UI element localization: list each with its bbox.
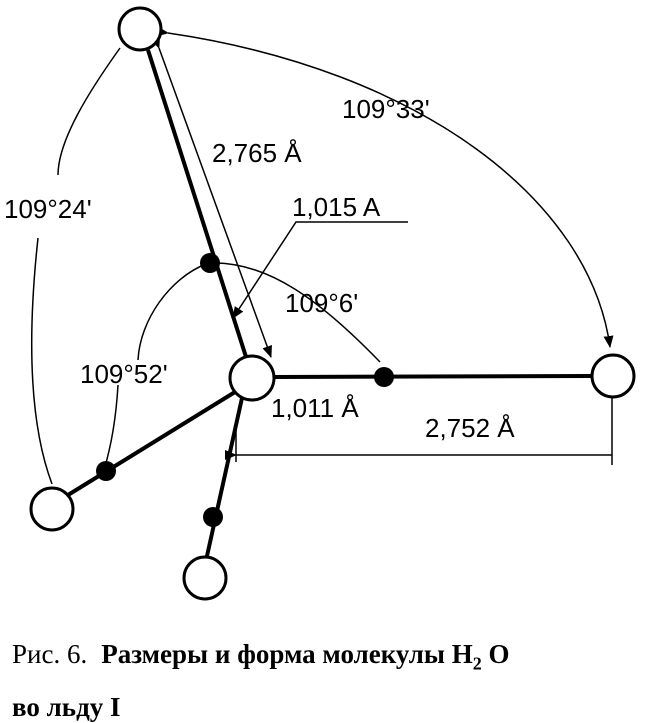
hydrogen-lower-left bbox=[96, 461, 116, 481]
labels: 109°33' 109°24' 2,765 Å 1,015 A 109°6' 1… bbox=[4, 94, 515, 443]
label-angle-center: 109°6' bbox=[285, 288, 358, 318]
caption-line-2: во льду I bbox=[12, 692, 121, 723]
label-distance-top: 2,765 Å bbox=[212, 138, 302, 168]
caption-title-text: Размеры и форма молекулы H bbox=[101, 639, 473, 669]
label-angle-top-right: 109°33' bbox=[342, 94, 430, 124]
label-angle-left: 109°24' bbox=[4, 194, 92, 224]
figure-caption: Рис. 6. Размеры и форма молекулы H2 O во … bbox=[12, 632, 652, 723]
hydrogen-atoms bbox=[96, 253, 394, 527]
arc-left bbox=[57, 47, 121, 176]
caption-title: Размеры и форма молекулы H2 O bbox=[101, 639, 510, 673]
arc-lower-left-a bbox=[137, 263, 207, 361]
hydrogen-right bbox=[374, 367, 394, 387]
caption-line-1: Рис. 6. Размеры и форма молекулы H2 O bbox=[12, 632, 652, 685]
bond-right bbox=[274, 374, 593, 379]
bond-lower-left bbox=[66, 390, 237, 497]
hydrogen-top bbox=[200, 253, 220, 273]
label-distance-oh-right: 1,011 Å bbox=[271, 393, 359, 423]
label-distance-oh-upper: 1,015 A bbox=[292, 192, 381, 222]
oxygen-right bbox=[590, 353, 636, 399]
ice-molecule-diagram: 109°33' 109°24' 2,765 Å 1,015 A 109°6' 1… bbox=[4, 6, 636, 601]
oxygen-lower-left bbox=[29, 486, 75, 532]
oxygen-center bbox=[228, 354, 276, 402]
distance-arrow-top bbox=[150, 35, 272, 358]
label-distance-right: 2,752 Å bbox=[425, 413, 515, 443]
arc-top-right bbox=[156, 26, 614, 348]
oxygen-top bbox=[117, 6, 163, 52]
bond-top bbox=[146, 49, 249, 361]
distance-arrow-right bbox=[225, 398, 613, 465]
arc-left-lower bbox=[30, 237, 53, 485]
oxygen-bottom bbox=[182, 555, 228, 601]
arc-lower-left-b bbox=[103, 384, 119, 471]
arc-center bbox=[211, 262, 381, 363]
caption-title-end: O bbox=[481, 639, 510, 669]
hydrogen-bottom bbox=[203, 507, 223, 527]
oxygen-atoms bbox=[29, 6, 636, 601]
label-angle-lower-left: 109°52' bbox=[80, 359, 168, 389]
caption-subscript: 2 bbox=[472, 653, 482, 674]
figure-number: Рис. 6. bbox=[12, 639, 88, 669]
